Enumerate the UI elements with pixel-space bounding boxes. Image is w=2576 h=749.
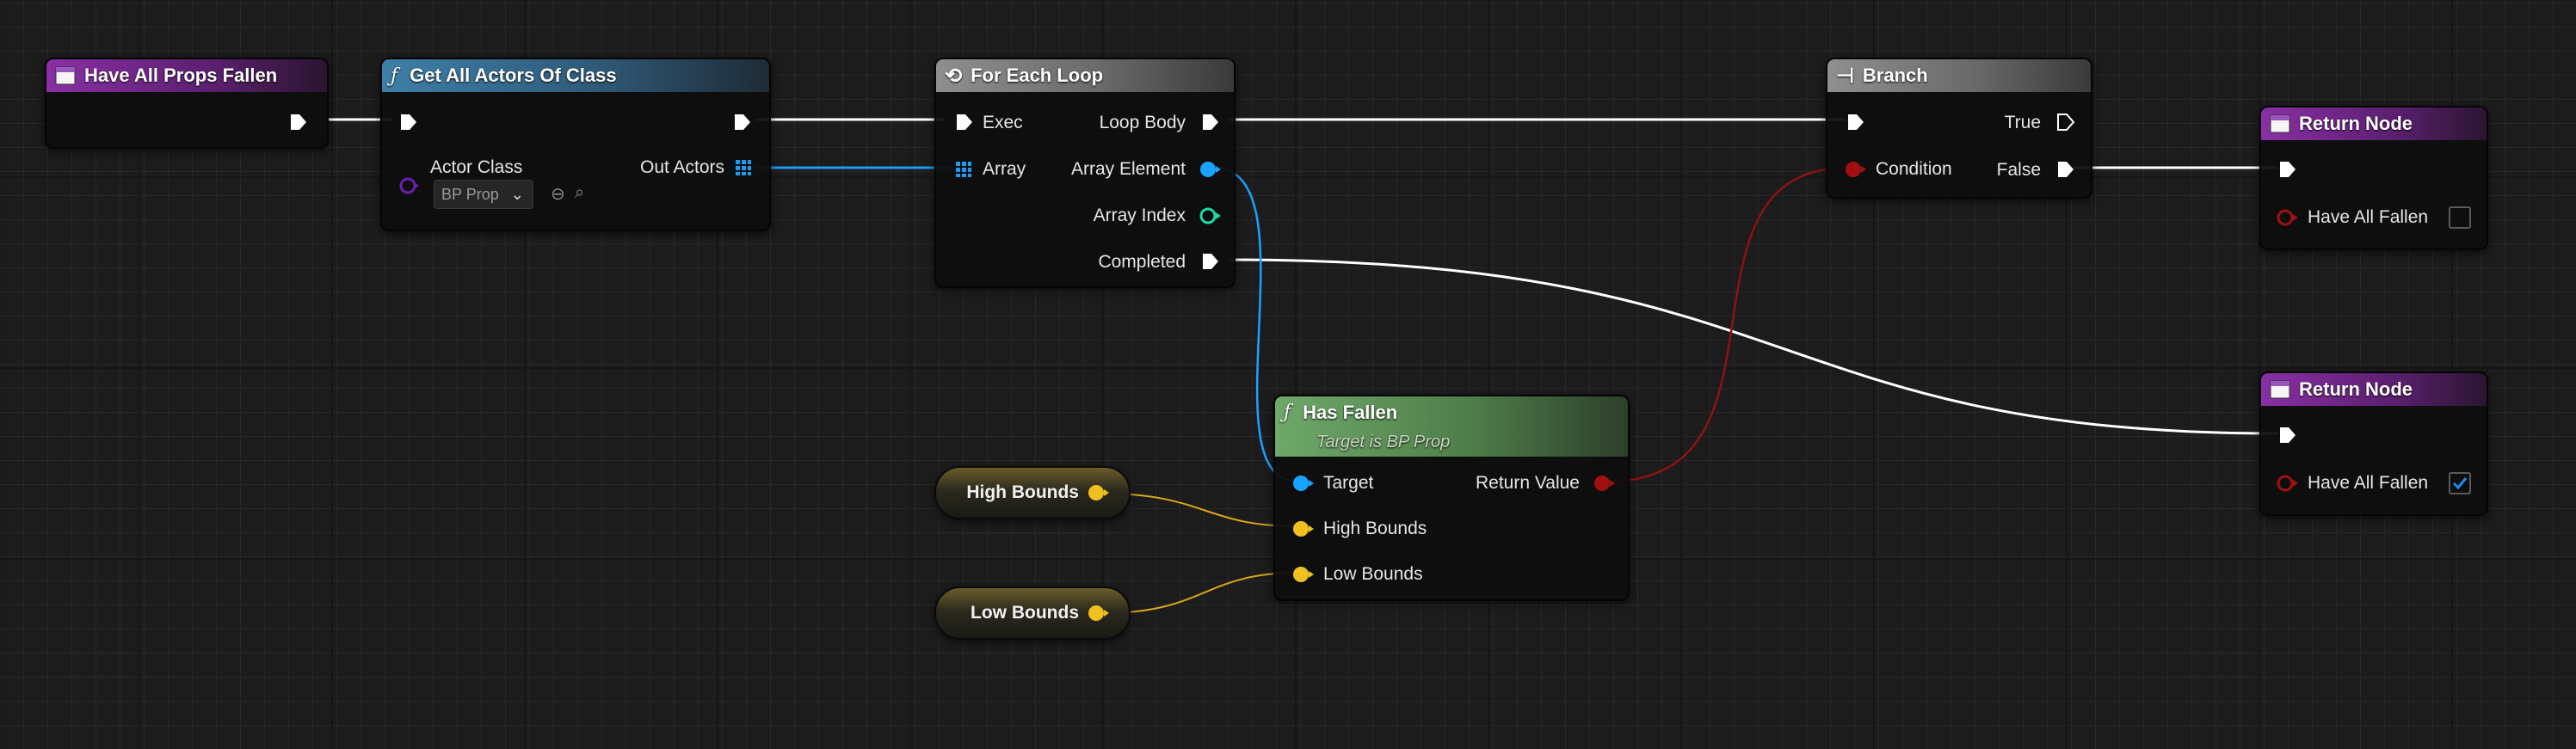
node-header[interactable]: Return Node <box>2261 107 2487 140</box>
node-header[interactable]: ƒ Get All Actors Of Class <box>382 59 769 92</box>
node-title: Return Node <box>2299 113 2413 134</box>
vector-wire-high-bounds[interactable] <box>1102 493 1298 527</box>
node-title: Have All Props Fallen <box>84 64 278 86</box>
array-label: Array <box>983 159 1026 179</box>
exec-out-pin-empty-icon[interactable] <box>2056 113 2075 132</box>
array-pin-icon[interactable] <box>955 161 972 178</box>
exec-in-pin-icon[interactable] <box>1846 113 1865 132</box>
return-node-false[interactable]: Return Node Have All Fallen <box>2259 106 2488 250</box>
exec-in-pin-icon[interactable] <box>399 113 418 132</box>
node-header[interactable]: ⟲ For Each Loop <box>936 59 1234 92</box>
node-title: Return Node <box>2299 378 2413 400</box>
variable-label: Low Bounds <box>971 603 1079 623</box>
array-element-label: Array Element <box>1070 159 1186 179</box>
true-label: True <box>2004 113 2041 132</box>
array-index-label: Array Index <box>1093 206 1186 225</box>
actor-class-dropdown[interactable]: BP Prop ⌄ <box>434 180 533 209</box>
has-fallen-node[interactable]: ƒ Has Fallen Target is BP Prop Target Hi… <box>1273 395 1630 601</box>
branch-icon: ⊣ <box>1836 64 1854 88</box>
node-title: Get All Actors Of Class <box>410 64 617 86</box>
boolean-pin-icon[interactable] <box>1845 160 1867 179</box>
node-header[interactable]: ƒ Has Fallen Target is BP Prop <box>1275 396 1628 457</box>
vector-wire-low-bounds[interactable] <box>1102 572 1298 614</box>
variable-label: High Bounds <box>966 482 1079 502</box>
function-entry-node[interactable]: Have All Props Fallen <box>45 58 329 149</box>
node-header[interactable]: ⊣ Branch <box>1827 59 2091 92</box>
exec-out-pin-icon[interactable] <box>289 113 308 132</box>
boolean-pin-icon[interactable] <box>2277 474 2299 493</box>
branch-node[interactable]: ⊣ Branch Condition True False <box>1826 58 2092 199</box>
vector-pin-icon[interactable] <box>1292 565 1315 584</box>
exec-out-pin-icon[interactable] <box>2056 160 2075 179</box>
array-pin-icon[interactable] <box>735 159 752 176</box>
vector-pin-icon[interactable] <box>1088 604 1110 623</box>
exec-out-pin-icon[interactable] <box>1201 113 1220 132</box>
object-wire-element-to-target[interactable] <box>1212 166 1298 483</box>
condition-label: Condition <box>1876 159 1952 179</box>
exec-in-pin-icon[interactable] <box>2278 426 2297 445</box>
return-node-completed[interactable]: Return Node Have All Fallen <box>2259 371 2488 516</box>
have-all-fallen-checkbox[interactable] <box>2449 472 2471 494</box>
out-actors-label: Out Actors <box>640 157 725 177</box>
low-bounds-variable-node[interactable]: Low Bounds <box>934 586 1131 640</box>
loop-body-label: Loop Body <box>1099 113 1186 132</box>
vector-pin-icon[interactable] <box>1088 483 1110 502</box>
object-pin-icon[interactable] <box>1199 160 1222 179</box>
return-node-icon <box>2270 114 2290 133</box>
actor-class-label: Actor Class <box>430 157 523 177</box>
function-icon: ƒ <box>1284 402 1291 423</box>
use-selected-icon[interactable]: ⊖ <box>551 185 565 204</box>
actor-class-value: BP Prop <box>441 185 499 203</box>
low-bounds-label: Low Bounds <box>1323 564 1423 584</box>
for-each-loop-node[interactable]: ⟲ For Each Loop Exec Array Loop Body Arr… <box>934 58 1236 288</box>
node-title: Branch <box>1862 64 1928 86</box>
class-pin-icon[interactable] <box>399 176 420 195</box>
completed-label: Completed <box>1098 252 1186 272</box>
boolean-pin-icon[interactable] <box>1593 474 1616 493</box>
boolean-pin-icon[interactable] <box>2277 208 2299 227</box>
exec-in-pin-icon[interactable] <box>955 113 974 132</box>
exec-out-pin-icon[interactable] <box>1201 252 1220 271</box>
node-title: For Each Loop <box>971 64 1104 86</box>
node-subtitle: Target is BP Prop <box>1316 433 1451 451</box>
return-value-label: Return Value <box>1475 473 1580 493</box>
browse-search-icon[interactable]: ⌕ <box>575 183 585 202</box>
get-all-actors-of-class-node[interactable]: ƒ Get All Actors Of Class Actor Class BP… <box>380 58 771 231</box>
node-header[interactable]: Have All Props Fallen <box>46 59 327 92</box>
exec-label: Exec <box>983 113 1023 132</box>
exec-out-pin-icon[interactable] <box>733 113 752 132</box>
object-pin-icon[interactable] <box>1292 474 1315 493</box>
have-all-fallen-label: Have All Fallen <box>2308 207 2429 227</box>
integer-pin-icon[interactable] <box>1199 206 1222 225</box>
false-label: False <box>1996 160 2041 180</box>
target-label: Target <box>1323 473 1374 493</box>
exec-wire-completed-to-return2[interactable] <box>1228 258 2279 435</box>
function-icon: ƒ <box>391 64 398 87</box>
have-all-fallen-checkbox[interactable] <box>2449 206 2471 229</box>
node-title: Has Fallen <box>1303 402 1398 423</box>
node-header[interactable]: Return Node <box>2261 373 2487 406</box>
exec-in-pin-icon[interactable] <box>2278 160 2297 179</box>
high-bounds-variable-node[interactable]: High Bounds <box>934 466 1131 519</box>
have-all-fallen-label: Have All Fallen <box>2308 473 2429 493</box>
high-bounds-label: High Bounds <box>1323 519 1427 538</box>
checkmark-icon <box>2452 477 2468 490</box>
loop-icon: ⟲ <box>945 64 963 88</box>
bool-wire-return-to-condition[interactable] <box>1606 166 1849 483</box>
function-entry-icon <box>55 66 76 85</box>
chevron-down-icon: ⌄ <box>510 185 524 203</box>
vector-pin-icon[interactable] <box>1292 519 1315 538</box>
return-node-icon <box>2270 380 2290 399</box>
